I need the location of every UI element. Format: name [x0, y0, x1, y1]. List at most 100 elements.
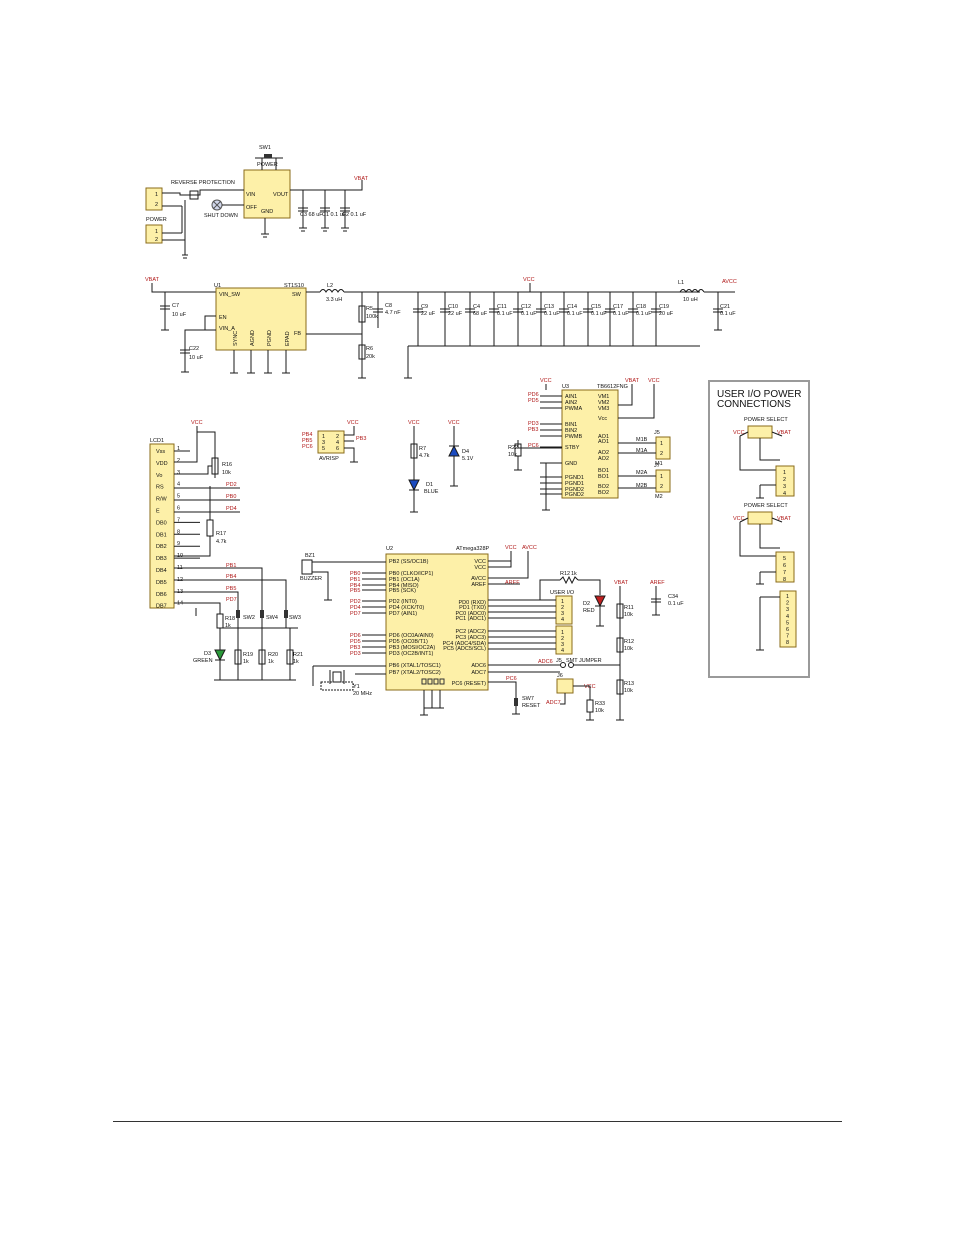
svg-text:3: 3 [322, 440, 325, 446]
panel-select-2: POWER SELECT [744, 503, 788, 509]
motor-right-pin: VM1 [598, 394, 609, 400]
reg-l2v: 3.3 uH [326, 297, 342, 303]
cap-value: 0.1 uF [521, 311, 537, 317]
lcd-net-pb5: PB5 [226, 586, 236, 592]
power-select-jumper-2 [747, 511, 773, 525]
mcu-r12v: 1k [571, 571, 577, 577]
mcu-u2: U2 [386, 546, 393, 552]
panel-pin-number: 6 [783, 563, 786, 569]
mcu-r12: R12 [560, 571, 570, 577]
user-io-power-panel: USER I/O POWER CONNECTIONS POWER SELECT … [708, 380, 810, 678]
mcu-left-pin: PD2 (INT0) [389, 599, 417, 605]
lcd-pin-number: 4 [177, 482, 180, 488]
cap-label: C9 [421, 304, 428, 310]
motor-right-pin: VM3 [598, 406, 609, 412]
cap-c2: C2 0.1 uF [342, 212, 367, 218]
reg-l1: L1 [678, 280, 684, 286]
motor-net-pd6: PD6 [528, 392, 539, 398]
mcu-left-pin: PD5 (OC0B/T1) [389, 639, 428, 645]
panel-title-2: CONNECTIONS [717, 399, 791, 410]
cap-value: 0.1 uF [567, 311, 583, 317]
lcd-pin-number: 5 [177, 494, 180, 500]
mcu-j6: J6 [557, 673, 563, 679]
reg-part: ST1S10 [284, 283, 304, 289]
mcu-left-pin: PB3 (MOSI/OC2A) [389, 645, 435, 651]
avrisp-pb4: PB4 [302, 432, 312, 438]
mcu-r12b: R12 [624, 639, 634, 645]
motor-left-pin: PGND1 [565, 481, 584, 487]
lcd-pin-label: Vo [156, 473, 162, 479]
motor-vbat: VBAT [625, 378, 640, 384]
mcu-r12bv: 10k [624, 646, 633, 652]
blue-led-icon [408, 479, 420, 492]
chip-vin: VIN [246, 192, 255, 198]
lcd-pin-number: 1 [177, 446, 180, 452]
lcd-pin-label: DB2 [156, 544, 167, 550]
reg-c7v: 10 uF [172, 312, 187, 318]
mcu-left-pin: PB5 (SCK) [389, 588, 416, 594]
mcu-left-pin: PB4 (MISO) [389, 583, 419, 589]
panel-title-1: USER I/O POWER [717, 389, 801, 400]
motor-left-pin: PGND2 [565, 487, 584, 493]
svg-text:2: 2 [660, 484, 663, 490]
mcu-right-pin: ADC6 [471, 663, 486, 669]
power-label: POWER [146, 217, 167, 223]
lcd-connector [149, 443, 175, 609]
mcu-right-pin: VCC [474, 559, 486, 565]
power-switch-chip [243, 169, 291, 219]
reg-c22v: 10 uF [189, 355, 204, 361]
motor-m1: M1 [655, 461, 663, 467]
reg-sw: SW [292, 292, 302, 298]
lcd-r20v: 1k [268, 659, 274, 665]
led-r7: R7 [419, 446, 426, 452]
mcu-vbat: VBAT [614, 580, 629, 586]
lcd-d3v: GREEN [193, 658, 213, 664]
motor-right-pin: Vcc [598, 416, 607, 422]
avrisp-pb5: PB5 [302, 438, 312, 444]
reg-l2: L2 [327, 283, 333, 289]
motor-left-pin: BIN1 [565, 422, 577, 428]
panel-pin-number: 1 [786, 594, 789, 600]
motor-right-pin: AO2 [598, 450, 609, 456]
mcu-net-label: PD7 [350, 611, 361, 617]
reg-u1: U1 [214, 283, 221, 289]
motor-j7: J7 [654, 463, 660, 469]
led-d1v: BLUE [424, 489, 439, 495]
reg-c8v: 4.7 nF [385, 310, 401, 316]
lcd-net-pb0: PB0 [226, 494, 236, 500]
motor-left-pin: PGND2 [565, 492, 584, 498]
panel-pin-number: 2 [786, 601, 789, 607]
motor-part: TB6612FNG [597, 384, 628, 390]
motor-j5: J5 [654, 430, 660, 436]
motor-net-pd5: PD5 [528, 398, 539, 404]
svg-text:2: 2 [561, 605, 564, 611]
svg-text:1: 1 [561, 599, 564, 605]
motor-r22: R22 [508, 445, 518, 451]
buzzer-icon [301, 559, 313, 575]
lcd-sw2: SW2 [243, 615, 255, 621]
reg-c21v: 0.1 uF [720, 311, 736, 317]
led-vcc-1: VCC [408, 420, 420, 426]
motor-right-pin: AO1 [598, 439, 609, 445]
mcu-net-label: PB4 [350, 583, 360, 589]
reg-epad: EPAD [285, 331, 291, 346]
mcu-right-pin: AVCC [471, 576, 486, 582]
lcd-net-pb1: PB1 [226, 563, 236, 569]
avrisp-vcc: VCC [347, 420, 359, 426]
adc7-jumper [556, 678, 574, 694]
mcu-right-pin: AREF [471, 582, 486, 588]
motor-left-pin: GND [565, 461, 577, 467]
mcu-left-pin: PB6 (XTAL1/TOSC1) [389, 663, 441, 669]
mcu-right-pin: PD1 (TXD) [459, 605, 486, 611]
cap-c3: C3 68 uF [300, 212, 323, 218]
cap-label: C11 [497, 304, 507, 310]
panel-pin-number: 7 [786, 634, 789, 640]
motor-net-pb3: PB3 [528, 427, 538, 433]
cap-label: C15 [591, 304, 601, 310]
panel-connector-2 [775, 551, 795, 583]
motor-net-pd3: PD3 [528, 421, 539, 427]
lcd-pin-label: DB4 [156, 568, 167, 574]
mcu-left-pin: PB2 (SS/OC1B) [389, 559, 429, 565]
